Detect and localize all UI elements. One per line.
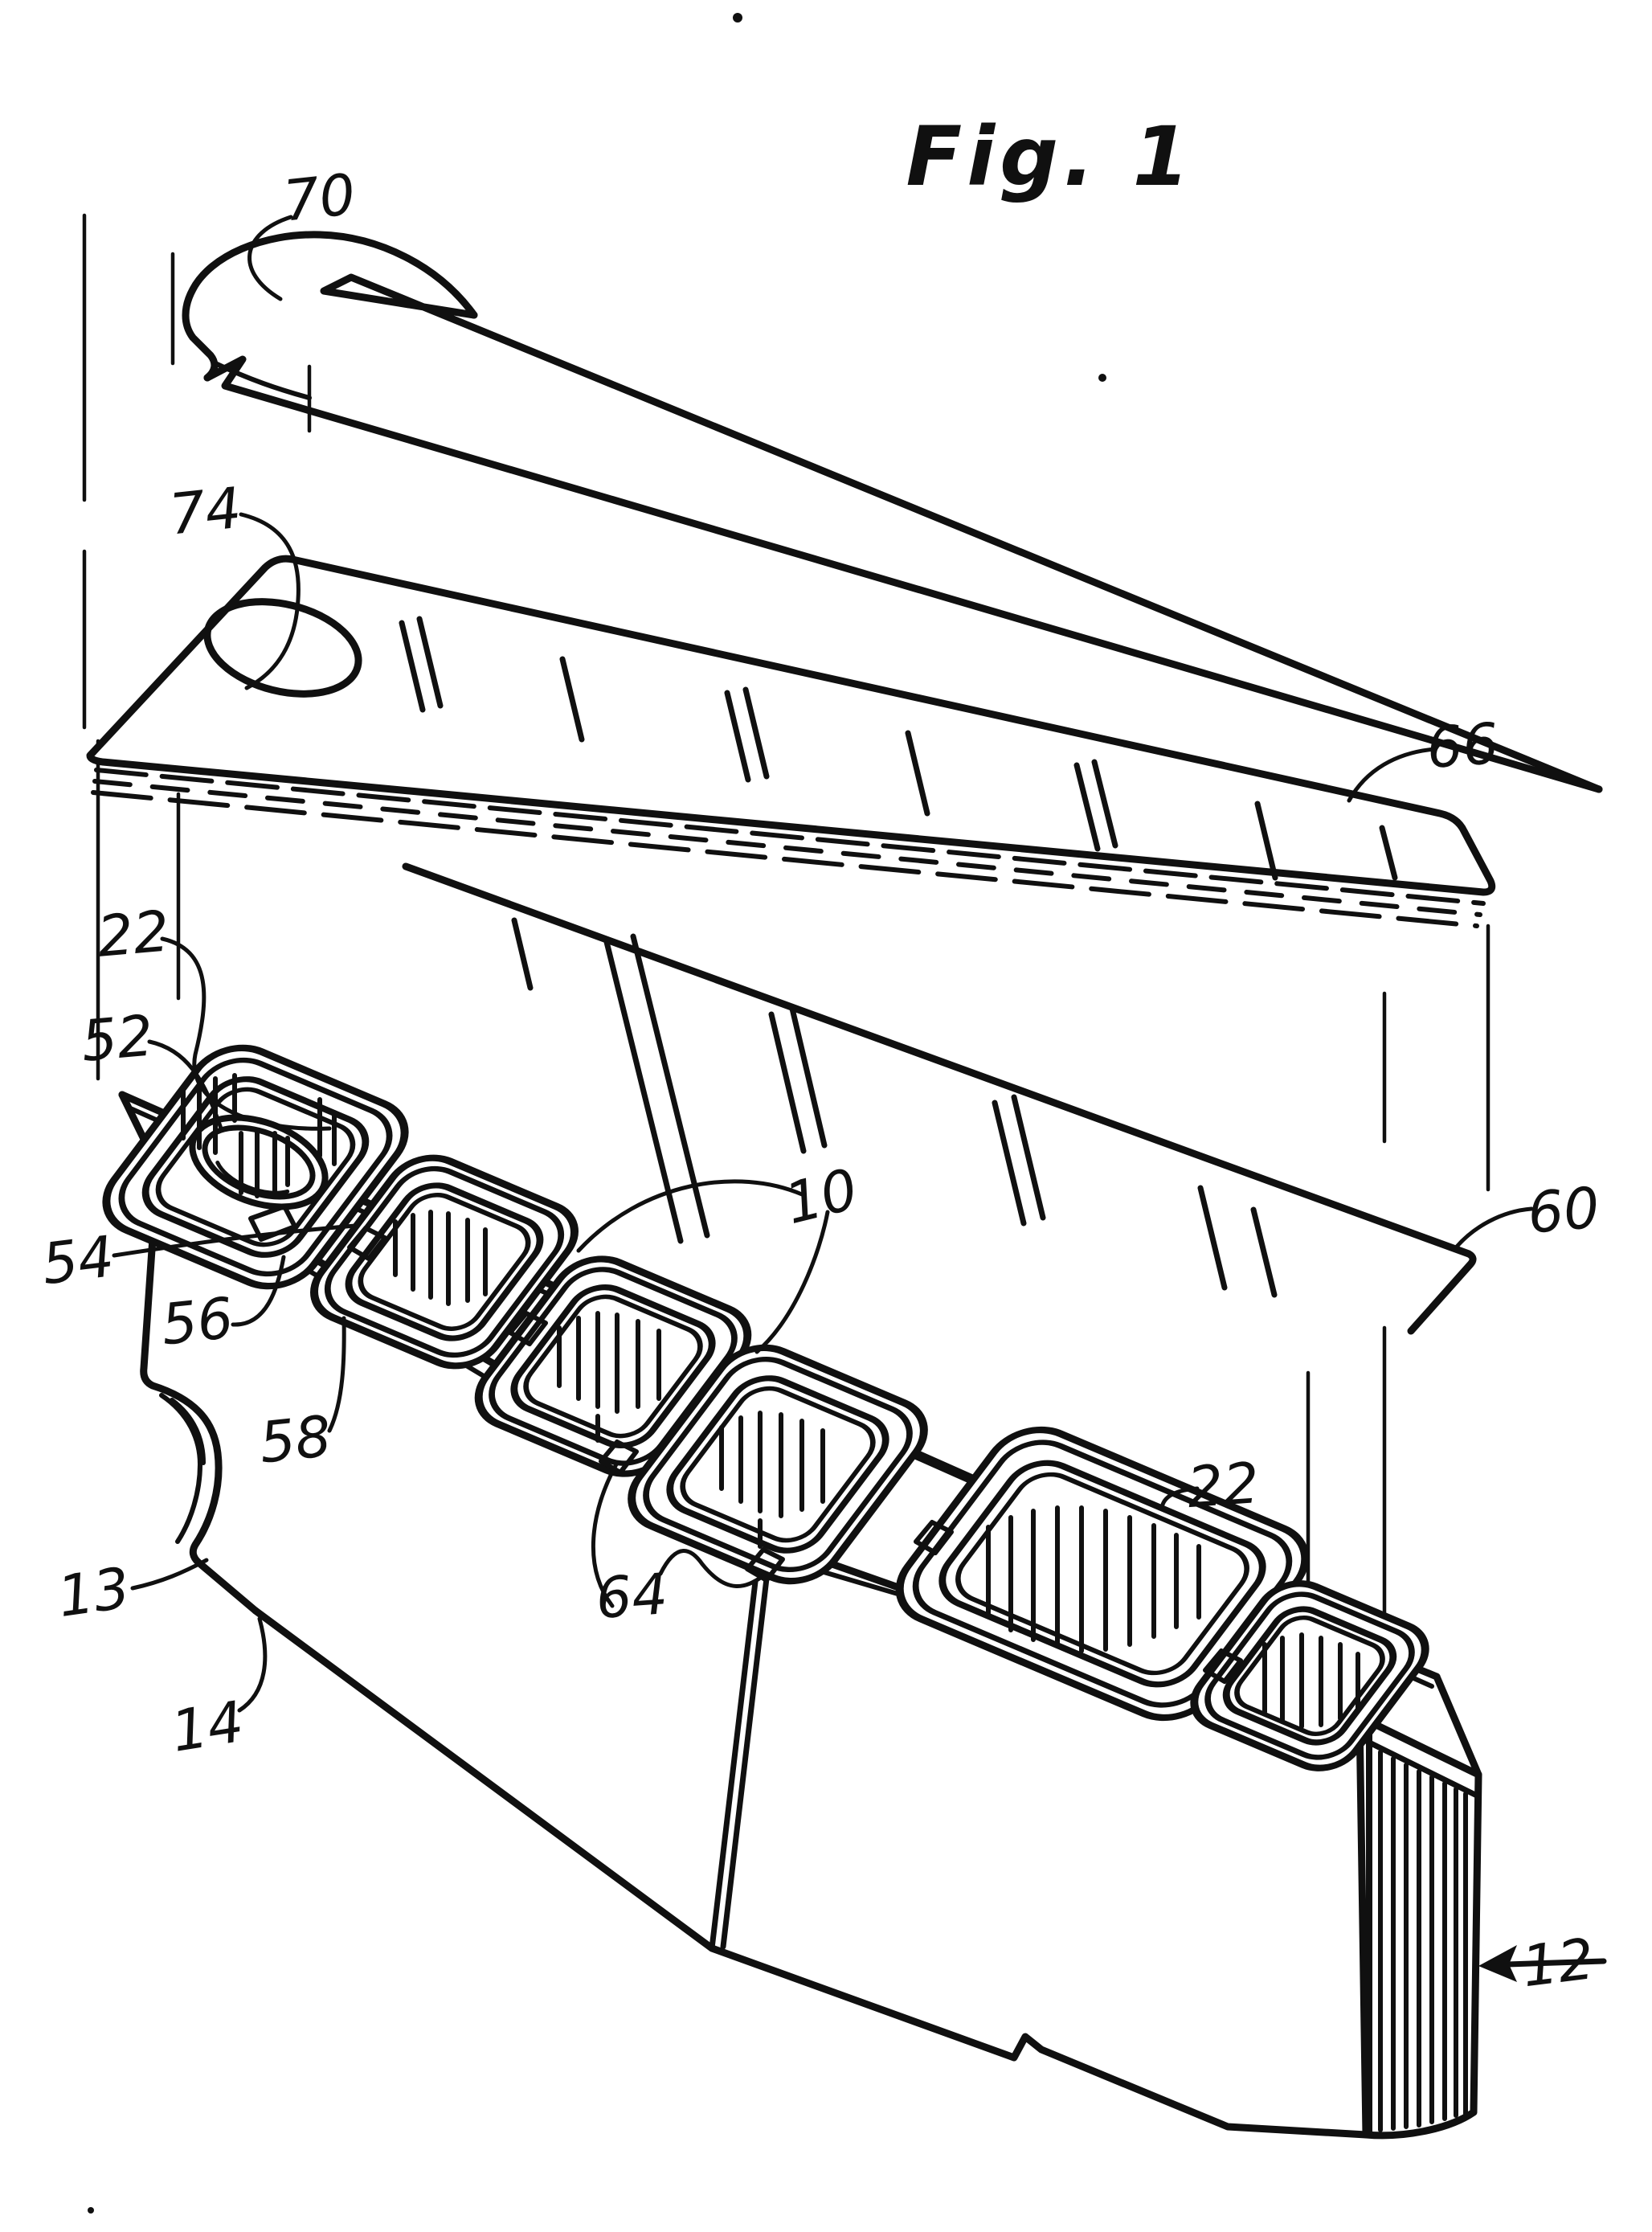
ref-label-64: 64: [594, 1561, 670, 1632]
leader-22-left: [160, 936, 332, 1131]
leader-66: [1347, 747, 1437, 803]
leader-74: [239, 512, 301, 690]
ref-label-12: 12: [1519, 1926, 1597, 2000]
leader-54: [112, 1223, 358, 1258]
leader-64-b: [658, 1549, 764, 1588]
ref-label-74: 74: [166, 475, 244, 548]
leader-58: [327, 1316, 346, 1433]
ref-label-22-left: 22: [95, 898, 172, 969]
leader-70: [247, 215, 293, 301]
mold-seam: [709, 1575, 770, 1951]
leader-64-a: [591, 1460, 620, 1608]
ref-label-66: 66: [1425, 711, 1501, 781]
back-right-corner-edge: [1433, 1673, 1482, 1779]
figure-title: Fig. 1: [906, 109, 1195, 205]
left-end-outline: [140, 1163, 260, 1615]
leader-56: [231, 1255, 286, 1327]
cell-opening-2: [310, 1154, 579, 1370]
end-panel-ribs-12: [1356, 1673, 1482, 2140]
vent-hole-74: [203, 598, 362, 698]
cover-plate-66: [86, 555, 1496, 928]
ref-label-56: 56: [158, 1285, 236, 1358]
cell-opening-5: [895, 1426, 1310, 1722]
leader-14: [237, 1616, 268, 1713]
ref-label-52: 52: [79, 1002, 156, 1074]
leader-52: [147, 1039, 223, 1131]
sheet-shine-marks: [511, 917, 1278, 1298]
leader-60: [1454, 1206, 1534, 1249]
leader-10-b: [754, 1210, 830, 1354]
ref-label-14: 14: [167, 1689, 248, 1765]
leader-10-a: [576, 1179, 804, 1253]
ref-label-60: 60: [1525, 1174, 1602, 1246]
leader-13: [130, 1558, 209, 1591]
cover-sheet-60: [402, 862, 1477, 1335]
ref-label-22-right: 22: [1185, 1450, 1261, 1521]
cell1-rim-notch: [248, 1204, 297, 1242]
cover-strip-70: [182, 231, 1603, 793]
leader-22-right: [1159, 1486, 1200, 1510]
plate-shine-marks: [399, 616, 1398, 881]
ref-label-10: 10: [779, 1156, 864, 1237]
ref-label-70: 70: [280, 162, 358, 235]
ref-label-58: 58: [256, 1403, 334, 1476]
reference-labels: Fig. 1 70 74 66 22 52 54 56 58 13 10 64 …: [39, 109, 1602, 2000]
handle-recess-13: [159, 1393, 206, 1544]
ref-label-54: 54: [39, 1223, 117, 1297]
leader-lines: [112, 215, 1534, 1713]
cell-opening-4: [628, 1344, 928, 1585]
ref-label-13: 13: [54, 1554, 134, 1630]
arrow-12: [1478, 1945, 1607, 1982]
